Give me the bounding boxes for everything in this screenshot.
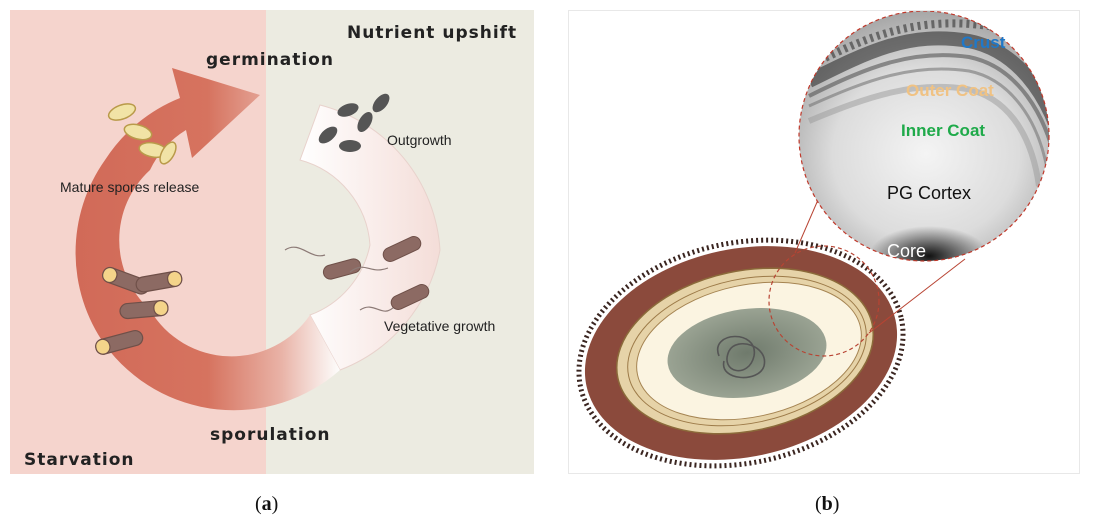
starvation-label: Starvation — [24, 450, 135, 470]
caption-b-open: ( — [815, 493, 822, 515]
germination-label: germination — [206, 50, 334, 70]
panel-a-life-cycle: germination Nutrient upshift Outgrowth M… — [10, 10, 534, 474]
micrograph-zoom — [799, 11, 1080, 286]
mature-spores-release-label: Mature spores release — [60, 179, 199, 195]
spore-cross-section — [569, 11, 1080, 474]
outer-coat-label: Outer Coat — [906, 81, 994, 101]
caption-a-close: ) — [272, 493, 279, 515]
caption-a-letter: a — [262, 493, 272, 515]
caption-b-close: ) — [833, 493, 840, 515]
spore-body — [569, 211, 924, 474]
sporulation-label: sporulation — [210, 425, 331, 445]
caption-b-letter: b — [822, 493, 833, 515]
caption-b: (b) — [815, 493, 839, 516]
cycle-diagram — [10, 10, 534, 474]
nutrient-upshift-label: Nutrient upshift — [347, 23, 517, 43]
vegetative-growth-label: Vegetative growth — [384, 318, 495, 334]
panel-b-spore-structure: Crust Outer Coat Inner Coat PG Cortex Co… — [568, 10, 1080, 474]
pg-cortex-label: PG Cortex — [887, 183, 971, 204]
caption-a-open: ( — [255, 493, 262, 515]
crust-label: Crust — [961, 33, 1005, 53]
outgrowth-label: Outgrowth — [387, 132, 452, 148]
core-label: Core — [887, 241, 926, 262]
inner-coat-label: Inner Coat — [901, 121, 985, 141]
caption-a: (a) — [255, 493, 278, 516]
